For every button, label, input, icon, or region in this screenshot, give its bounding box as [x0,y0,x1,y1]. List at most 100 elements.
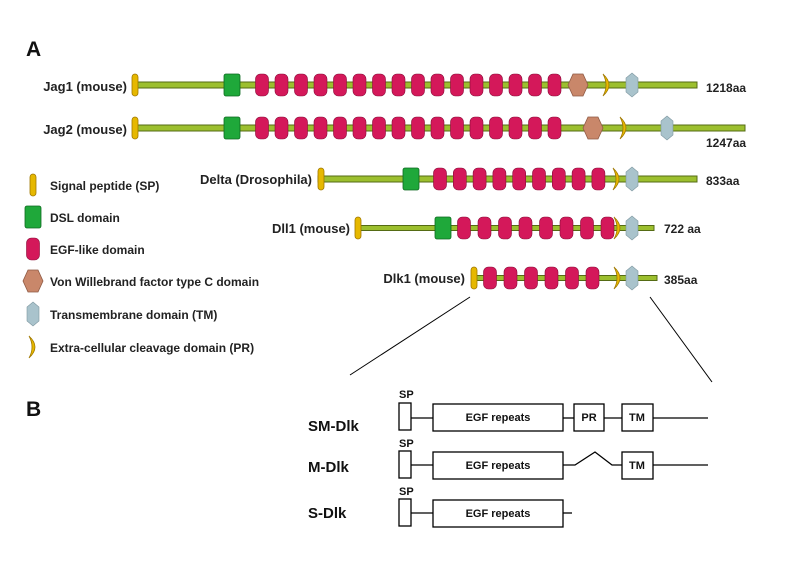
tm-box-m-dlk [621,451,654,480]
protein-dll1 [354,215,655,241]
panel-b-label: B [26,398,41,421]
egf-domain-icon [518,216,533,240]
egf-domain-icon [591,167,606,191]
vwc-domain-icon [582,116,604,140]
egf-domain-icon [26,237,40,261]
protein-length-dlk1: 385aa [664,273,698,287]
egf-domain-icon [333,116,347,140]
egf-domain-icon [391,116,406,140]
egf-domain-icon [294,116,308,140]
dsl-domain-icon [402,167,420,191]
isoform-name-s-dlk: S-Dlk [308,505,347,522]
egf-domain-icon [600,216,615,240]
egf-domain-icon [391,73,406,97]
egf-domain-icon [255,116,269,140]
dsl-domain-icon [434,216,452,240]
legend-label-egf: EGF-like domain [50,243,145,257]
protein-rows [131,72,746,291]
pr-label-sm-dlk: PR [581,412,596,424]
egf-domain-icon [489,116,503,140]
egf-domain-icon [457,216,471,240]
tm-domain-icon [660,115,674,141]
protein-length-jag2: 1247aa [706,136,746,150]
egf-domain-icon [472,167,487,191]
egf-domain-icon [532,167,546,191]
cleavage-domain-icon [619,116,627,140]
egf-domain-icon [294,73,308,97]
protein-length-jag1: 1218aa [706,81,746,95]
protein-name-jag2: Jag2 (mouse) [43,122,127,137]
protein-name-dll1: Dll1 (mouse) [272,221,350,236]
backbone-delta [317,175,698,183]
egf-label-sm-dlk: EGF repeats [466,412,531,424]
isoform-name-sm-dlk: SM-Dlk [308,418,359,435]
egf-domain-icon [565,266,579,290]
egf-domain-icon [477,216,492,240]
protein-length-delta: 833aa [706,174,740,188]
egf-domain-icon [313,116,328,140]
egf-domain-icon [571,167,586,191]
pr-box-sm-dlk [573,403,605,432]
sp-label-sm-dlk: SP [399,389,414,401]
dsl-domain-icon [223,116,241,140]
egf-domain-icon [352,116,367,140]
egf-domain-icon [372,73,386,97]
egf-domain-icon [274,116,289,140]
protein-dlk1 [470,265,658,291]
egf-domain-icon [492,167,507,191]
egf-domain-icon [430,73,445,97]
egf-box-s-dlk [432,499,564,528]
cleavage-domain-icon [613,216,621,240]
egf-domain-icon [512,167,527,191]
egf-domain-icon [333,73,347,97]
egf-domain-icon [547,73,562,97]
zoom-line-left [349,296,471,376]
protein-name-dlk1: Dlk1 (mouse) [383,271,465,286]
legend-label-cleavage: Extra-cellular cleavage domain (PR) [50,341,254,355]
vwc-domain-icon [567,73,589,97]
legend-label-signal-peptide: Signal peptide (SP) [50,179,159,193]
protein-jag1 [131,72,698,98]
egf-domain-icon [544,266,559,290]
protein-name-jag1: Jag1 (mouse) [43,79,127,94]
egf-domain-icon [372,116,386,140]
legend-label-vwc: Von Willebrand factor type C domain [50,275,259,289]
sp-box-sm-dlk [398,402,412,431]
egf-domain-icon [503,266,518,290]
signal-peptide-icon [131,116,139,140]
dsl-domain-icon [24,205,42,229]
egf-label-s-dlk: EGF repeats [466,508,531,520]
egf-domain-icon [450,73,464,97]
panel-a-label: A [26,38,41,61]
tm-domain-icon [625,72,639,98]
signal-peptide-icon [29,173,37,197]
egf-box-sm-dlk [432,403,564,432]
egf-domain-icon [450,116,464,140]
egf-domain-icon [508,116,523,140]
spliced-pr-linker [563,451,622,466]
egf-domain-icon [452,167,467,191]
egf-domain-icon [483,266,497,290]
tm-box-sm-dlk [621,403,654,432]
cleavage-domain-icon [602,73,610,97]
signal-peptide-icon [317,167,325,191]
cleavage-domain-icon [612,167,620,191]
protein-jag2 [131,115,746,141]
egf-domain-icon [469,73,484,97]
egf-domain-icon [255,73,269,97]
egf-domain-icon [469,116,484,140]
sp-box-m-dlk [398,450,412,479]
vwc-domain-icon [22,269,44,293]
egf-label-m-dlk: EGF repeats [466,460,531,472]
egf-domain-icon [580,216,594,240]
tm-domain-icon [26,301,40,327]
egf-domain-icon [539,216,553,240]
egf-domain-icon [551,167,566,191]
dsl-domain-icon [223,73,241,97]
egf-domain-icon [559,216,574,240]
egf-domain-icon [498,216,512,240]
zoom-line-right [649,296,713,383]
tm-label-m-dlk: TM [629,460,645,472]
egf-domain-icon [430,116,445,140]
